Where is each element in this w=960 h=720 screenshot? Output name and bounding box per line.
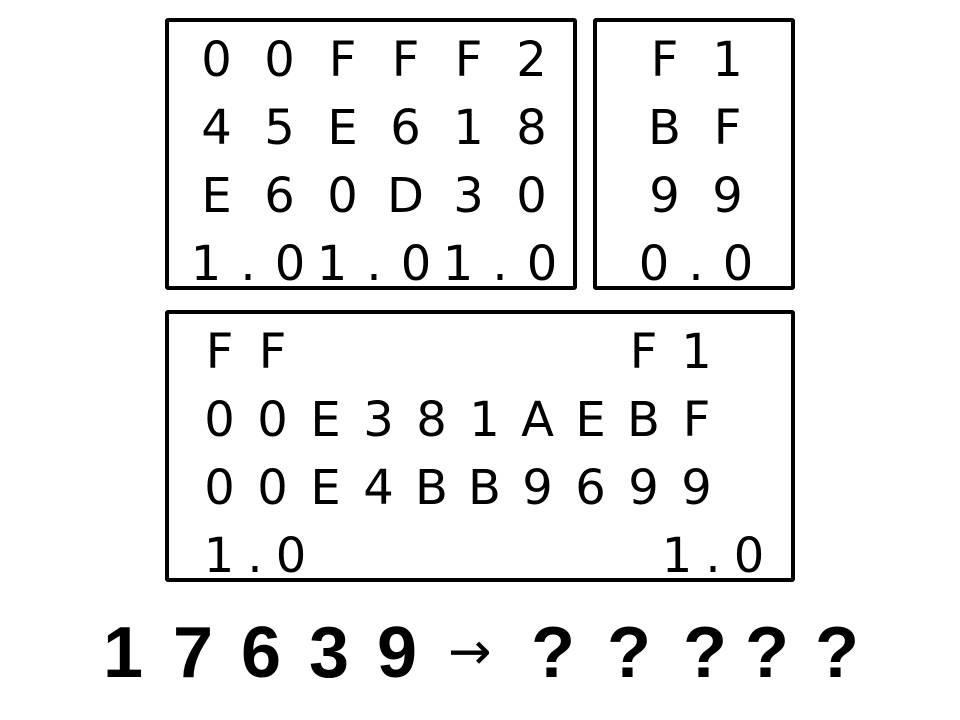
hex-cell: 0 xyxy=(264,32,295,88)
hex-cell: F xyxy=(629,324,658,380)
hex-cell: 0 xyxy=(204,460,235,516)
hex-cell: B xyxy=(468,460,501,516)
input-digit: 1 xyxy=(102,613,144,693)
hex-cell: 9 xyxy=(712,168,743,224)
output-unknown: ? xyxy=(531,613,575,693)
hex-cell: 0 xyxy=(400,236,432,292)
hex-cell: 9 xyxy=(628,460,659,516)
hex-cell: A xyxy=(521,392,554,448)
hex-cell: 0 xyxy=(638,236,670,292)
hex-cell: 6 xyxy=(390,100,421,156)
hex-cell: 0 xyxy=(204,392,235,448)
hex-cell: 1 xyxy=(316,236,348,292)
output-unknown: ? xyxy=(815,613,859,693)
hex-cell: 0 xyxy=(201,32,232,88)
hex-cell: 0 xyxy=(516,168,547,224)
hex-cell: F xyxy=(682,392,711,448)
hex-cell: 1 xyxy=(442,236,474,292)
hex-cell: 1 xyxy=(712,32,743,88)
input-digit: 9 xyxy=(376,613,418,693)
puzzle-line: 1 7 6 3 9 → ? ? ? ? ? xyxy=(0,612,960,702)
hex-cell: 3 xyxy=(453,168,484,224)
hex-cell: . xyxy=(705,528,721,584)
hex-cell: 0 xyxy=(526,236,558,292)
hex-cell: . xyxy=(492,236,508,292)
hex-cell: E xyxy=(201,168,232,224)
hex-cell: 0 xyxy=(257,460,288,516)
hex-cell: 3 xyxy=(363,392,394,448)
hex-cell: 4 xyxy=(201,100,232,156)
hex-cell: 0 xyxy=(722,236,754,292)
hex-cell: E xyxy=(327,100,358,156)
hex-cell: F xyxy=(391,32,420,88)
output-unknown: ? xyxy=(745,613,789,693)
hex-cell: 1 xyxy=(190,236,222,292)
hex-cell: F xyxy=(713,100,742,156)
hex-cell: 9 xyxy=(681,460,712,516)
arrow-icon: → xyxy=(448,622,492,682)
output-unknown: ? xyxy=(607,613,651,693)
hex-cell: 9 xyxy=(522,460,553,516)
hex-cell: 6 xyxy=(264,168,295,224)
hex-cell: E xyxy=(575,392,606,448)
hex-cell: . xyxy=(688,236,704,292)
hex-cell: . xyxy=(240,236,256,292)
hex-cell: . xyxy=(366,236,382,292)
hex-cell: 0 xyxy=(733,528,765,584)
hex-cell: 1 xyxy=(453,100,484,156)
hex-cell: F xyxy=(454,32,483,88)
hex-cell: 1 xyxy=(203,528,235,584)
output-unknown: ? xyxy=(683,613,727,693)
hex-cell: F xyxy=(328,32,357,88)
hex-cell: 0 xyxy=(274,236,306,292)
hex-cell: 9 xyxy=(649,168,680,224)
hex-cell: 1 xyxy=(681,324,712,380)
hex-cell: 8 xyxy=(416,392,447,448)
hex-cell: 4 xyxy=(363,460,394,516)
hex-cell: 1 xyxy=(661,528,693,584)
hex-cell: B xyxy=(415,460,448,516)
hex-cell: E xyxy=(310,392,341,448)
hex-cell: F xyxy=(650,32,679,88)
hex-cell: 1 xyxy=(469,392,500,448)
hex-cell: 0 xyxy=(275,528,307,584)
hex-cell: 2 xyxy=(516,32,547,88)
hex-cell: 5 xyxy=(264,100,295,156)
hex-cell: F xyxy=(258,324,287,380)
input-digit: 6 xyxy=(240,613,282,693)
hex-cell: 6 xyxy=(575,460,606,516)
hex-cell: D xyxy=(387,168,424,224)
hex-cell: 0 xyxy=(257,392,288,448)
hex-cell: B xyxy=(648,100,681,156)
input-digit: 3 xyxy=(308,613,350,693)
hex-cell: . xyxy=(247,528,263,584)
input-digit: 7 xyxy=(172,613,214,693)
hex-cell: 0 xyxy=(327,168,358,224)
hex-cell: B xyxy=(627,392,660,448)
hex-cell: 8 xyxy=(516,100,547,156)
hex-cell: E xyxy=(310,460,341,516)
hex-cell: F xyxy=(205,324,234,380)
